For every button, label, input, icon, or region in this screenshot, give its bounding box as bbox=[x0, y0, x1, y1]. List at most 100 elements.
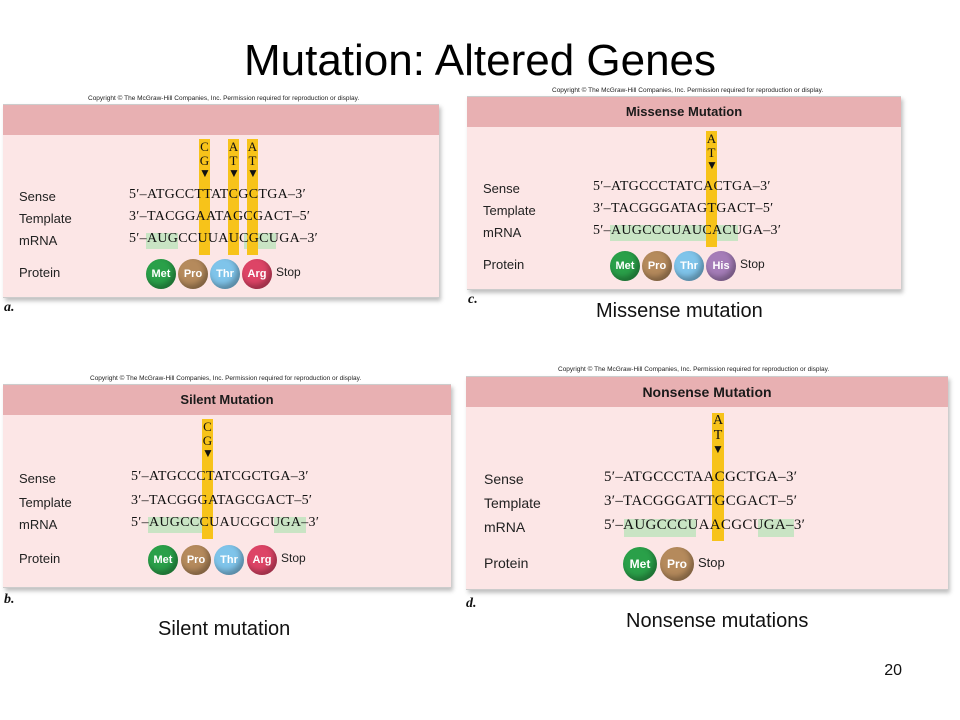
sense-label: Sense bbox=[19, 471, 56, 486]
amino-acid-pro: Pro bbox=[642, 251, 672, 281]
amino-acid-met: Met bbox=[623, 547, 657, 581]
codon-highlight bbox=[610, 225, 642, 241]
sense-label: Sense bbox=[483, 181, 520, 196]
codon-highlight bbox=[674, 225, 706, 241]
sense-label: Sense bbox=[484, 471, 524, 487]
sense-sequence: 5′–ATGCCTTATCGCTGA–3′ bbox=[129, 187, 306, 202]
amino-acid-thr: Thr bbox=[210, 259, 240, 289]
template-label: Template bbox=[19, 495, 72, 510]
protein-label: Protein bbox=[484, 555, 529, 571]
mrna-sequence: 5′–AUGCCUUAUCGCUGA–3′ bbox=[129, 231, 318, 246]
amino-acid-arg: Arg bbox=[242, 259, 272, 289]
panel-letter-b: b. bbox=[4, 592, 15, 607]
mutation-base-top: C bbox=[203, 419, 212, 434]
amino-acid-met: Met bbox=[146, 259, 176, 289]
amino-acid-his: His bbox=[706, 251, 736, 281]
panel-letter-d: d. bbox=[466, 596, 477, 611]
missense-caption: Missense mutation bbox=[596, 300, 763, 322]
copyright-notice-a: Copyright © The McGraw-Hill Companies, I… bbox=[88, 95, 360, 102]
mutation-highlight bbox=[706, 131, 717, 247]
sense-label: Sense bbox=[19, 189, 56, 204]
mrna-label: mRNA bbox=[19, 233, 58, 248]
mrna-label: mRNA bbox=[484, 519, 526, 535]
protein-label: Protein bbox=[19, 265, 61, 280]
codon-highlight bbox=[146, 233, 178, 249]
protein-label: Protein bbox=[483, 257, 525, 272]
template-label: Template bbox=[483, 203, 536, 218]
mutation-base-top: C bbox=[200, 139, 209, 154]
silent-caption: Silent mutation bbox=[158, 618, 291, 640]
mutation-base-top: A bbox=[247, 139, 258, 154]
template-label: Template bbox=[484, 495, 541, 511]
mutation-base-bottom: T bbox=[707, 145, 716, 160]
mutation-base-bottom: T bbox=[713, 428, 723, 443]
template-sequence: 3′–TACGGGATAGCGACT–5′ bbox=[131, 493, 313, 508]
panel-a: Sense Template mRNA Protein C G ▼ A T ▼ … bbox=[3, 104, 439, 298]
sense-sequence: 5′–ATGCCCTATCGCTGA–3′ bbox=[131, 469, 309, 484]
template-sequence: 3′–TACGGAATAGCGACT–5′ bbox=[129, 209, 311, 224]
stop-label: Stop bbox=[698, 555, 725, 570]
amino-acid-thr: Thr bbox=[214, 545, 244, 575]
amino-acid-met: Met bbox=[148, 545, 178, 575]
amino-acid-pro: Pro bbox=[660, 547, 694, 581]
panel-c-header: Missense Mutation bbox=[467, 97, 901, 127]
mutation-highlight bbox=[228, 139, 239, 255]
mutation-base-top: A bbox=[228, 139, 239, 154]
template-sequence: 3′–TACGGGATAGTGACT–5′ bbox=[593, 201, 774, 216]
sense-sequence: 5′–ATGCCCTAACGCTGA–3′ bbox=[604, 469, 798, 485]
codon-highlight bbox=[642, 225, 674, 241]
mutation-base-bottom: G bbox=[199, 153, 210, 168]
mrna-label: mRNA bbox=[483, 225, 522, 240]
template-sequence: 3′–TACGGGATTGCGACT–5′ bbox=[604, 493, 798, 509]
amino-acid-arg: Arg bbox=[247, 545, 277, 575]
page-number: 20 bbox=[884, 662, 902, 679]
template-label: Template bbox=[19, 211, 72, 226]
amino-acid-thr: Thr bbox=[674, 251, 704, 281]
down-arrow-icon: ▼ bbox=[706, 158, 718, 172]
mutation-base-bottom: T bbox=[229, 153, 238, 168]
amino-acid-pro: Pro bbox=[178, 259, 208, 289]
panel-b: Silent Mutation Sense Template mRNA Prot… bbox=[3, 384, 451, 588]
panel-letter-a: a. bbox=[4, 300, 15, 315]
panel-letter-c: c. bbox=[468, 292, 478, 307]
mrna-sequence: 5′–AUGCCCUAUCACUGA–3′ bbox=[593, 223, 782, 238]
codon-highlight bbox=[274, 517, 306, 533]
codon-highlight bbox=[148, 517, 180, 533]
down-arrow-icon: ▼ bbox=[712, 442, 724, 456]
protein-label: Protein bbox=[19, 551, 61, 566]
down-arrow-icon: ▼ bbox=[228, 166, 240, 180]
codon-highlight bbox=[660, 519, 696, 537]
mrna-sequence: 5′–AUGCCCUAACGCUGA–3′ bbox=[604, 517, 806, 533]
stop-label: Stop bbox=[276, 265, 301, 279]
sense-sequence: 5′–ATGCCCTATCACTGA–3′ bbox=[593, 179, 771, 194]
copyright-notice-b: Copyright © The McGraw-Hill Companies, I… bbox=[90, 375, 362, 382]
copyright-notice-c: Copyright © The McGraw-Hill Companies, I… bbox=[552, 87, 824, 94]
mutation-highlight bbox=[199, 139, 210, 255]
panel-b-header: Silent Mutation bbox=[3, 385, 451, 415]
mutation-highlight bbox=[247, 139, 258, 255]
stop-label: Stop bbox=[740, 257, 765, 271]
down-arrow-icon: ▼ bbox=[202, 446, 214, 460]
codon-highlight bbox=[758, 519, 794, 537]
panel-d: Nonsense Mutation Sense Template mRNA Pr… bbox=[466, 376, 948, 590]
panel-c: Missense Mutation Sense Template mRNA Pr… bbox=[467, 96, 901, 290]
amino-acid-met: Met bbox=[610, 251, 640, 281]
mrna-sequence: 5′–AUGCCCUAUCGCUGA–3′ bbox=[131, 515, 320, 530]
down-arrow-icon: ▼ bbox=[199, 166, 211, 180]
stop-label: Stop bbox=[281, 551, 306, 565]
panel-a-header bbox=[3, 105, 439, 135]
page-title: Mutation: Altered Genes bbox=[243, 36, 717, 85]
mrna-label: mRNA bbox=[19, 517, 58, 532]
mutation-base-top: A bbox=[706, 131, 717, 146]
codon-highlight bbox=[624, 519, 660, 537]
mutation-highlight bbox=[202, 419, 213, 539]
mutation-base-bottom: G bbox=[202, 433, 213, 448]
panel-d-header: Nonsense Mutation bbox=[466, 377, 948, 407]
amino-acid-pro: Pro bbox=[181, 545, 211, 575]
mutation-base-top: A bbox=[712, 413, 724, 428]
copyright-notice-d: Copyright © The McGraw-Hill Companies, I… bbox=[558, 366, 830, 373]
mutation-highlight bbox=[712, 413, 724, 541]
nonsense-caption: Nonsense mutations bbox=[626, 610, 809, 632]
mutation-base-bottom: T bbox=[248, 153, 257, 168]
down-arrow-icon: ▼ bbox=[247, 166, 259, 180]
